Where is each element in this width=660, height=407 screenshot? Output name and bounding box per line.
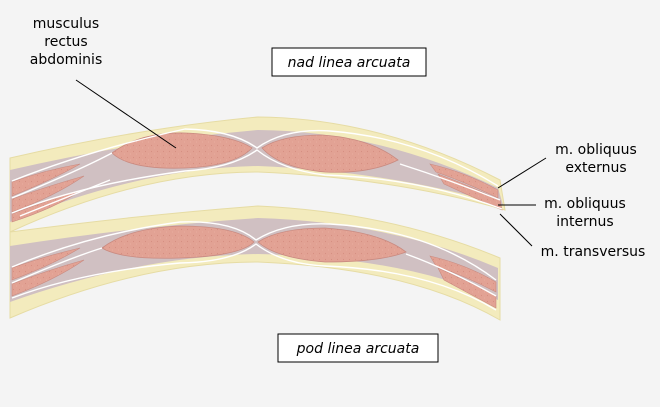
lower-title: pod linea arcuata (296, 341, 420, 357)
label-obliquus-internus: m. obliquus internus (544, 196, 626, 230)
lower-left-obliquus-externus (11, 247, 81, 281)
label-obliquus-internus-line-2: internus (556, 214, 613, 230)
lower-left-obliquus-internus (11, 259, 85, 297)
label-rectus: musculus rectus abdominis (30, 16, 103, 68)
label-transversus: m. transversus (541, 244, 646, 260)
label-rectus-line-1: musculus (33, 16, 99, 32)
leader-transversus (499, 213, 533, 247)
leader-lines (75, 79, 547, 247)
upper-right-obliquus-externus (429, 163, 499, 199)
label-rectus-line-2: rectus (44, 34, 87, 50)
upper-sheath-lines (11, 128, 503, 217)
upper-title: nad linea arcuata (288, 55, 411, 71)
lower-right-rectus (257, 227, 407, 263)
lower-right-obliquus-internus (437, 267, 497, 309)
label-obliquus-externus-line-2: externus (565, 160, 626, 176)
leader-rectus (75, 79, 177, 149)
lower-sheath-lines (11, 221, 497, 311)
upper-left-obliquus-internus (11, 175, 85, 213)
upper-title-frame: nad linea arcuata (271, 47, 427, 77)
upper-cross-section (9, 116, 506, 233)
label-rectus-line-3: abdominis (30, 52, 103, 68)
label-obliquus-internus-line-1: m. obliquus (544, 196, 626, 212)
label-obliquus-externus-line-1: m. obliquus (555, 142, 637, 158)
lower-cross-section (9, 205, 501, 321)
upper-left-obliquus-externus (11, 163, 81, 197)
label-transversus-line-1: m. transversus (541, 244, 646, 260)
lower-title-frame: pod linea arcuata (277, 333, 439, 363)
upper-right-rectus (261, 134, 399, 173)
lower-left-rectus (101, 225, 255, 259)
label-obliquus-externus: m. obliquus externus (555, 142, 637, 176)
leader-obliquus-externus (497, 157, 547, 189)
lower-right-obliquus-externus (429, 255, 497, 293)
